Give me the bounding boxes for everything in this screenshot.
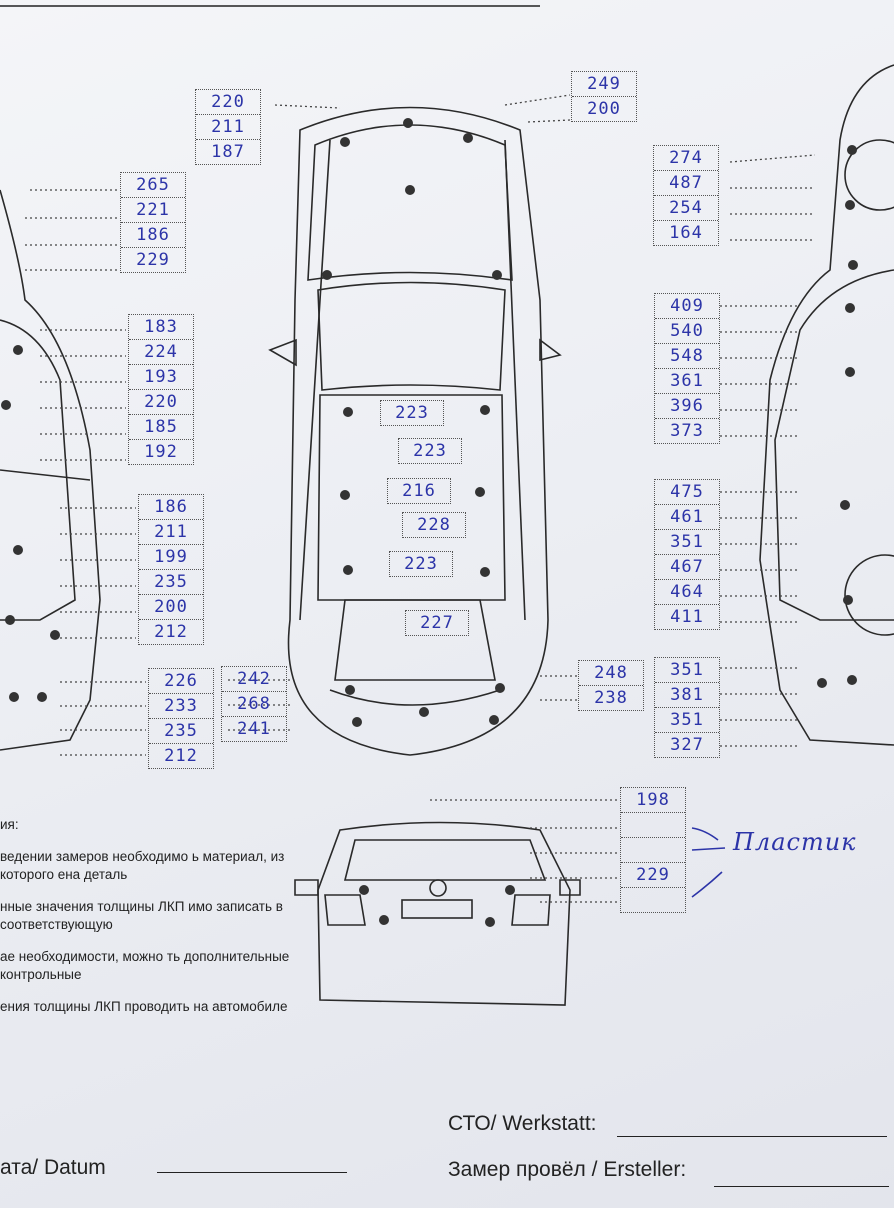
right-front-door-value-1: 409 xyxy=(655,294,719,319)
instructions-notes: ия: ведении замеров необходимо ь материа… xyxy=(0,816,290,1030)
left-rear-door-value-2: 211 xyxy=(139,520,203,545)
roof-value-5: 223 xyxy=(389,551,453,577)
left-rear-door-box: 186 211 199 235 200 212 xyxy=(138,494,204,645)
right-rear-quarter-box: 351 381 351 327 xyxy=(654,657,720,758)
trunk-left-box: 242 268 241 xyxy=(221,666,287,742)
roof-value-2: 223 xyxy=(398,438,462,464)
left-front-door-value-2: 224 xyxy=(129,340,193,365)
rear-bumper-box: 198 229 xyxy=(620,787,686,913)
inspector-label: Замер провёл / Ersteller: xyxy=(448,1158,687,1181)
right-front-door-value-6: 373 xyxy=(670,421,704,441)
rear-bumper-value-1: 198 xyxy=(621,788,685,813)
right-front-fender-value-3: 254 xyxy=(654,196,718,221)
right-rear-door-value-5: 464 xyxy=(655,580,719,605)
trunk-right-value-1: 248 xyxy=(579,661,643,686)
right-rear-quarter-value-4: 327 xyxy=(670,735,704,755)
rear-bumper-value-2 xyxy=(621,813,685,838)
car-top-view xyxy=(268,106,562,756)
notes-paragraph-1: ведении замеров необходимо ь материал, и… xyxy=(0,849,285,882)
rear-bumper-value-5 xyxy=(621,888,685,912)
left-front-door-value-4: 220 xyxy=(129,390,193,415)
trunk-left-value-1: 242 xyxy=(222,667,286,692)
car-rear-view xyxy=(294,821,581,1006)
right-rear-door-value-3: 351 xyxy=(655,530,719,555)
left-rear-door-value-3: 199 xyxy=(139,545,203,570)
notes-paragraph-4: ения толщины ЛКП проводить на автомобиле xyxy=(0,999,288,1014)
left-front-door-value-1: 183 xyxy=(129,315,193,340)
left-front-fender-value-2: 221 xyxy=(121,198,185,223)
right-front-fender-value-2: 487 xyxy=(654,171,718,196)
trunk-right-value-2: 238 xyxy=(594,688,628,708)
right-front-door-value-3: 548 xyxy=(655,344,719,369)
left-front-door-value-3: 193 xyxy=(129,365,193,390)
left-front-door-box: 183 224 193 220 185 192 xyxy=(128,314,194,465)
right-front-fender-value-1: 274 xyxy=(654,146,718,171)
notes-paragraph-2: нные значения толщины ЛКП имо записать в… xyxy=(0,899,283,932)
left-rear-quarter-value-3: 235 xyxy=(149,719,213,744)
right-rear-door-value-1: 475 xyxy=(655,480,719,505)
left-front-fender-value-3: 186 xyxy=(121,223,185,248)
left-front-door-value-5: 185 xyxy=(129,415,193,440)
left-front-fender-value-4: 229 xyxy=(136,250,170,270)
left-rear-door-value-6: 212 xyxy=(154,622,188,642)
date-label: ата/ Datum xyxy=(0,1156,106,1179)
right-front-fender-value-4: 164 xyxy=(669,223,703,243)
right-front-door-value-2: 540 xyxy=(655,319,719,344)
hood-right-value-2: 200 xyxy=(587,99,621,119)
right-front-door-box: 409 540 548 361 396 373 xyxy=(654,293,720,444)
rear-bumper-value-3 xyxy=(621,838,685,863)
date-signature-line[interactable] xyxy=(157,1172,347,1173)
right-front-door-value-5: 396 xyxy=(655,394,719,419)
car-left-side-view xyxy=(0,189,101,751)
trunk-right-box: 248 238 xyxy=(578,660,644,711)
hood-left-value-1: 220 xyxy=(196,90,260,115)
right-rear-quarter-value-2: 381 xyxy=(655,683,719,708)
roof-value-3: 216 xyxy=(387,478,451,504)
notes-heading: ия: xyxy=(0,817,19,832)
hood-right-box: 249 200 xyxy=(571,71,637,122)
left-rear-door-value-5: 200 xyxy=(139,595,203,620)
left-rear-quarter-value-4: 212 xyxy=(164,746,198,766)
workshop-label: СТО/ Werkstatt: xyxy=(448,1112,597,1135)
trunk-left-value-2: 268 xyxy=(222,692,286,717)
right-rear-door-box: 475 461 351 467 464 411 xyxy=(654,479,720,630)
left-front-fender-box: 265 221 186 229 xyxy=(120,172,186,273)
right-rear-door-value-6: 411 xyxy=(670,607,704,627)
left-rear-door-value-4: 235 xyxy=(139,570,203,595)
notes-paragraph-3: ае необходимости, можно ть дополнительны… xyxy=(0,949,290,982)
left-rear-quarter-box: 226 233 235 212 xyxy=(148,668,214,769)
car-right-side-view xyxy=(759,64,894,746)
right-rear-door-value-2: 461 xyxy=(655,505,719,530)
roof-value-1: 223 xyxy=(380,400,444,426)
plastic-annotation: Пластик xyxy=(733,828,857,856)
right-front-door-value-4: 361 xyxy=(655,369,719,394)
right-rear-quarter-value-3: 351 xyxy=(655,708,719,733)
roof-value-4: 228 xyxy=(402,512,466,538)
left-front-door-value-6: 192 xyxy=(144,442,178,462)
right-rear-quarter-value-1: 351 xyxy=(655,658,719,683)
left-rear-quarter-value-1: 226 xyxy=(149,669,213,694)
hood-left-value-2: 211 xyxy=(196,115,260,140)
hood-right-value-1: 249 xyxy=(572,72,636,97)
left-rear-door-value-1: 186 xyxy=(139,495,203,520)
rear-bumper-value-4: 229 xyxy=(621,863,685,888)
roof-value-6: 227 xyxy=(405,610,469,636)
inspector-signature-line[interactable] xyxy=(714,1186,889,1187)
left-front-fender-value-1: 265 xyxy=(121,173,185,198)
workshop-signature-line[interactable] xyxy=(617,1136,887,1137)
right-rear-door-value-4: 467 xyxy=(655,555,719,580)
hood-left-value-3: 187 xyxy=(211,142,245,162)
hood-left-box: 220 211 187 xyxy=(195,89,261,165)
right-front-fender-box: 274 487 254 164 xyxy=(653,145,719,246)
trunk-left-value-3: 241 xyxy=(237,719,271,739)
left-rear-quarter-value-2: 233 xyxy=(149,694,213,719)
